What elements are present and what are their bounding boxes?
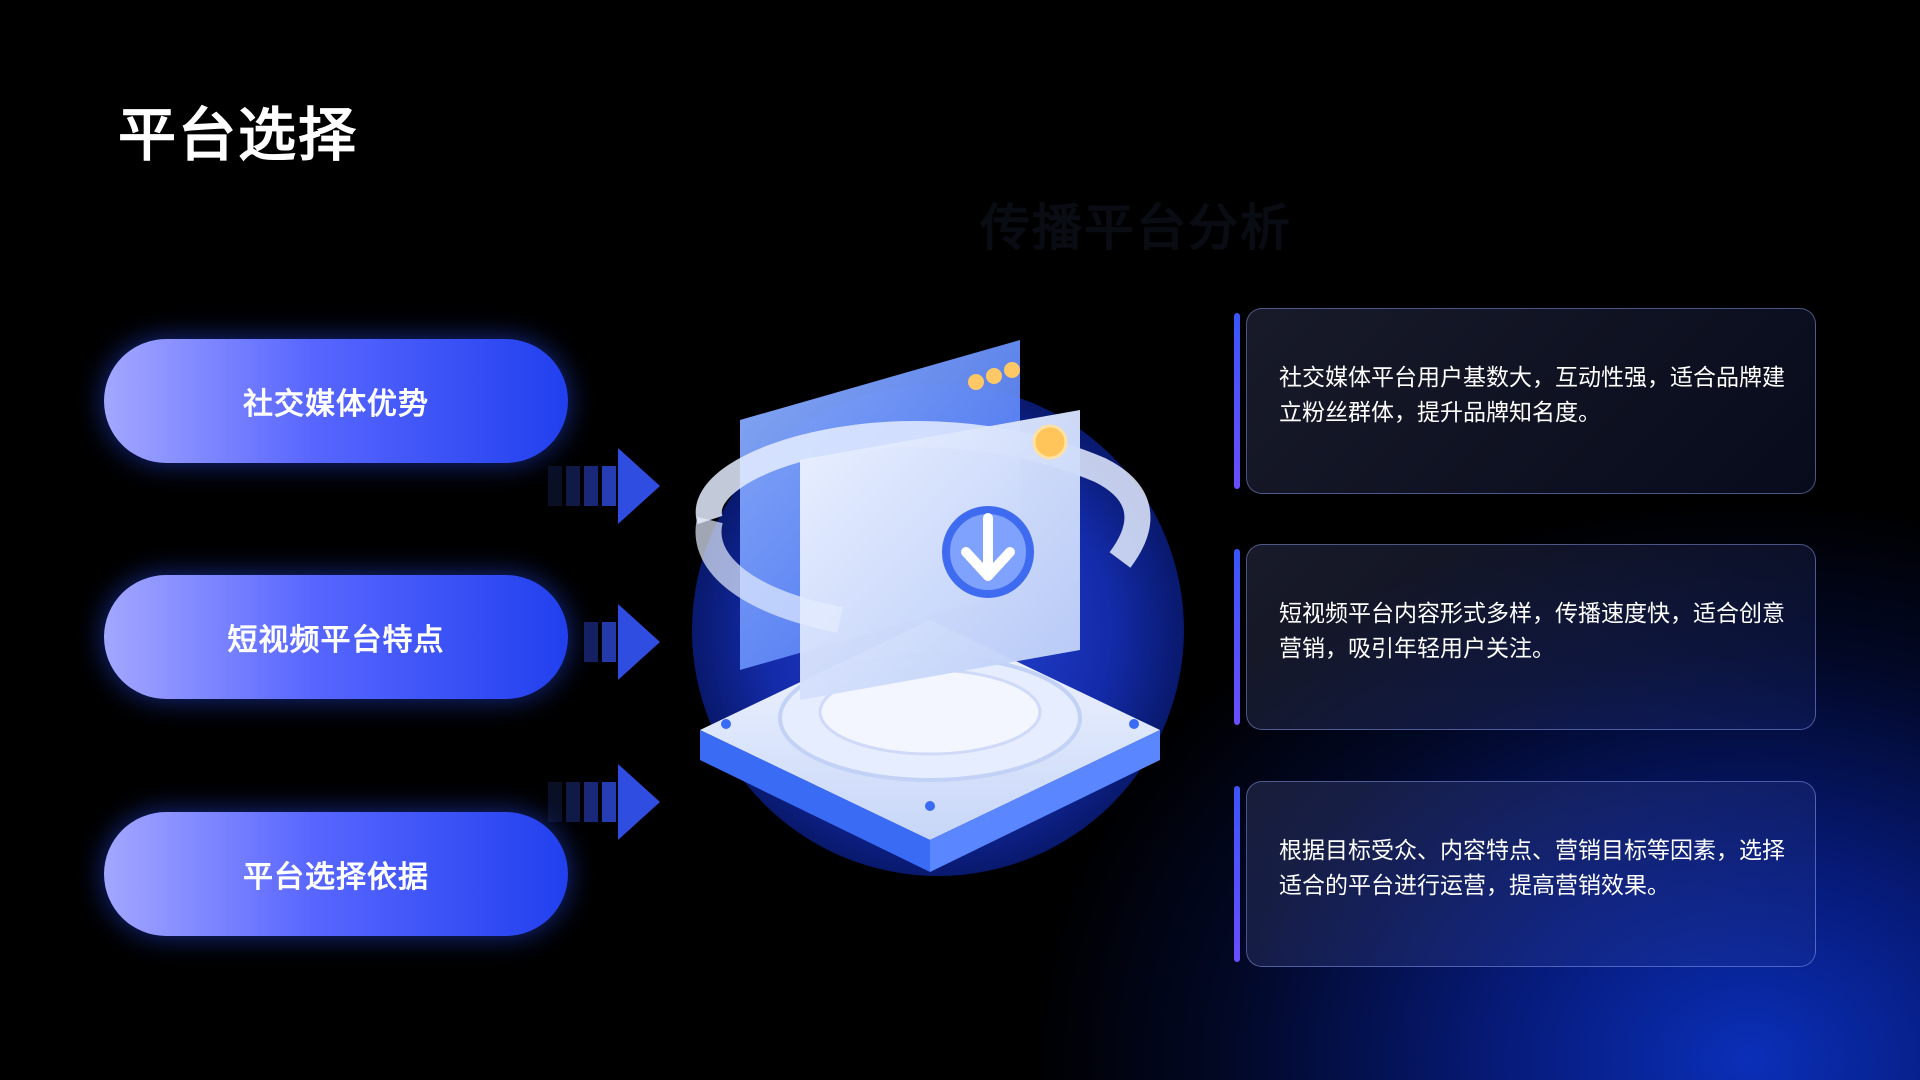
pill-social-media[interactable]: 社交媒体优势 xyxy=(104,339,568,463)
card-text: 社交媒体平台用户基数大，互动性强，适合品牌建立粉丝群体，提升品牌知名度。 xyxy=(1279,365,1785,426)
info-card-social: 社交媒体平台用户基数大，互动性强，适合品牌建立粉丝群体，提升品牌知名度。 xyxy=(1246,308,1816,494)
download-icon xyxy=(942,506,1034,598)
arrow-right-icon xyxy=(584,604,660,680)
pill-label: 短视频平台特点 xyxy=(227,623,445,658)
download-illustration xyxy=(692,340,1184,876)
card-accent-bar xyxy=(1234,313,1240,489)
card-accent-bar xyxy=(1234,549,1240,725)
background-heading: 传播平台分析 xyxy=(980,199,1292,257)
card-text: 根据目标受众、内容特点、营销目标等因素，选择适合的平台进行运营，提高营销效果。 xyxy=(1279,838,1785,899)
pill-label: 平台选择依据 xyxy=(243,860,429,895)
card-text: 短视频平台内容形式多样，传播速度快，适合创意营销，吸引年轻用户关注。 xyxy=(1279,601,1785,662)
pill-label: 社交媒体优势 xyxy=(243,387,429,422)
info-card-selection: 根据目标受众、内容特点、营销目标等因素，选择适合的平台进行运营，提高营销效果。 xyxy=(1246,781,1816,967)
pill-selection-basis[interactable]: 平台选择依据 xyxy=(104,812,568,936)
page-title: 平台选择 xyxy=(118,101,359,169)
info-card-short-video: 短视频平台内容形式多样，传播速度快，适合创意营销，吸引年轻用户关注。 xyxy=(1246,544,1816,730)
arrow-right-icon xyxy=(548,448,660,524)
card-accent-bar xyxy=(1234,786,1240,962)
pill-short-video[interactable]: 短视频平台特点 xyxy=(104,575,568,699)
arrow-right-icon xyxy=(548,764,660,840)
